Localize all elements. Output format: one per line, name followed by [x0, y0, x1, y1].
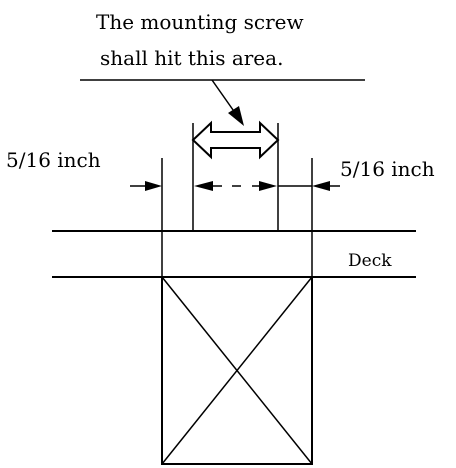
- pointer-arrowhead: [228, 106, 244, 126]
- component-diagonal-2: [161, 276, 313, 465]
- deck-label: Deck: [348, 251, 392, 271]
- annotation-line-1: The mounting screw: [96, 10, 304, 34]
- left-dimension-label: 5/16 inch: [6, 148, 101, 172]
- annotation-line-2: shall hit this area.: [100, 46, 283, 70]
- right-dimension-label: 5/16 inch: [340, 157, 435, 181]
- left-dim-arrowhead: [145, 181, 162, 191]
- inner-dim-arrowhead-left: [194, 181, 213, 191]
- component-box: [161, 276, 313, 465]
- right-dim-arrowhead: [312, 181, 330, 191]
- inner-dim-arrowhead-right: [259, 181, 277, 191]
- target-area-double-arrow: [191, 120, 280, 160]
